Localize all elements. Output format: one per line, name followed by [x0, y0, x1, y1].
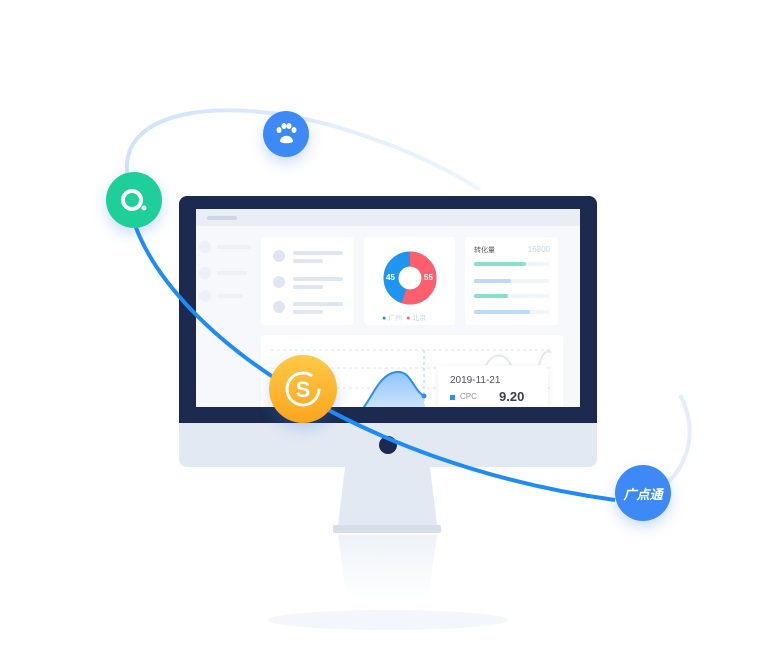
- baidu-paw-icon: [263, 111, 309, 157]
- donut-legend: ● 广州 ● 北京: [382, 315, 427, 322]
- trend-line: [362, 370, 425, 407]
- tooltip-date: 2019-11-21: [450, 375, 501, 386]
- donut-chart: [383, 251, 437, 305]
- sidebar: [196, 226, 254, 407]
- tooltip-marker: [450, 395, 455, 400]
- donut-right-value: 55: [424, 273, 433, 282]
- conversion-title: 转化量: [474, 247, 495, 254]
- monitor-screen: 45 55 ● 广州 ● 北京 转化量 16800 2019-11-21 CPC…: [196, 209, 580, 407]
- conversion-bar-4: [474, 310, 530, 314]
- orbit-line: [133, 224, 616, 502]
- legend-guangzhou: 广州: [388, 315, 403, 322]
- sogou-icon: S: [269, 355, 337, 423]
- tooltip-metric: CPC: [460, 392, 477, 401]
- top-bar: [196, 209, 580, 226]
- conversion-bar-2: [474, 279, 511, 283]
- svg-text:S: S: [296, 377, 311, 402]
- donut-left-value: 45: [386, 273, 395, 282]
- donut-slice-beijing: [383, 251, 437, 305]
- conversion-card: 转化量 16800: [465, 237, 558, 325]
- trend-chart: [271, 349, 552, 407]
- tooltip: 2019-11-21 CPC 9.20: [438, 366, 548, 407]
- guangdiantong-icon: 广点通: [615, 465, 671, 521]
- legend-beijing: 北京: [412, 315, 427, 322]
- list-card: [261, 237, 354, 325]
- conversion-bar-1: [474, 262, 526, 266]
- conversion-bar-3: [474, 294, 508, 298]
- app-q-icon: [106, 172, 162, 228]
- trend-point: [421, 393, 427, 399]
- conversion-value: 16800: [527, 245, 550, 254]
- donut-card: 45 55 ● 广州 ● 北京: [364, 237, 455, 325]
- tooltip-value: 9.20: [499, 389, 525, 404]
